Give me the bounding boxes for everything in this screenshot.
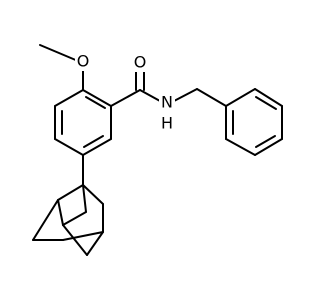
bond-ch2-phenyl <box>196 88 227 107</box>
ring1-inner-1 <box>85 96 106 109</box>
carbonyl-oxygen-label: O <box>134 53 147 72</box>
ring1-bond-6 <box>54 89 84 107</box>
carbonyl-oxygen-bg <box>132 52 148 72</box>
ring2-bond-4 <box>254 138 283 156</box>
adamantane-bond-8 <box>86 231 104 256</box>
ring2-bond-1 <box>225 88 256 107</box>
amide-nitrogen-label: N <box>161 93 173 112</box>
ring2-bond-5 <box>225 138 256 156</box>
adamantane-bond-1 <box>57 184 84 201</box>
methoxy-oxygen-bg <box>75 51 91 71</box>
adamantane-bond-3 <box>82 184 104 205</box>
ring1-inner-2 <box>83 135 104 148</box>
bond-methyl-o <box>39 44 79 62</box>
adamantane-bond-2 <box>57 199 64 226</box>
molecule-canvas: O O N H <box>32 44 283 256</box>
ring1-bond-1 <box>82 89 112 107</box>
bond-carbonyl-n <box>139 89 161 102</box>
ring1-bond-4 <box>54 138 84 156</box>
ring1-bond-3 <box>82 138 112 156</box>
ring2-inner-1 <box>255 96 277 110</box>
structure-diagram: O O N H <box>32 44 283 256</box>
amide-nitrogen-bg <box>159 92 175 112</box>
methoxy-oxygen-label: O <box>77 52 90 71</box>
ring2-bond-2 <box>254 88 283 107</box>
adamantane-bond-5 <box>82 184 87 213</box>
amide-hydrogen-bg <box>159 113 175 133</box>
bond-ring-carbonyl <box>110 89 141 107</box>
adamantane-bond-9 <box>62 231 104 241</box>
adamantane-bond-7 <box>62 224 88 256</box>
adamantane-bond-6 <box>62 211 87 226</box>
adamantane-bond-10 <box>32 199 59 241</box>
bond-n-ch2 <box>173 88 198 102</box>
ring2-inner-2 <box>255 135 276 148</box>
amide-hydrogen-label: H <box>161 114 173 133</box>
